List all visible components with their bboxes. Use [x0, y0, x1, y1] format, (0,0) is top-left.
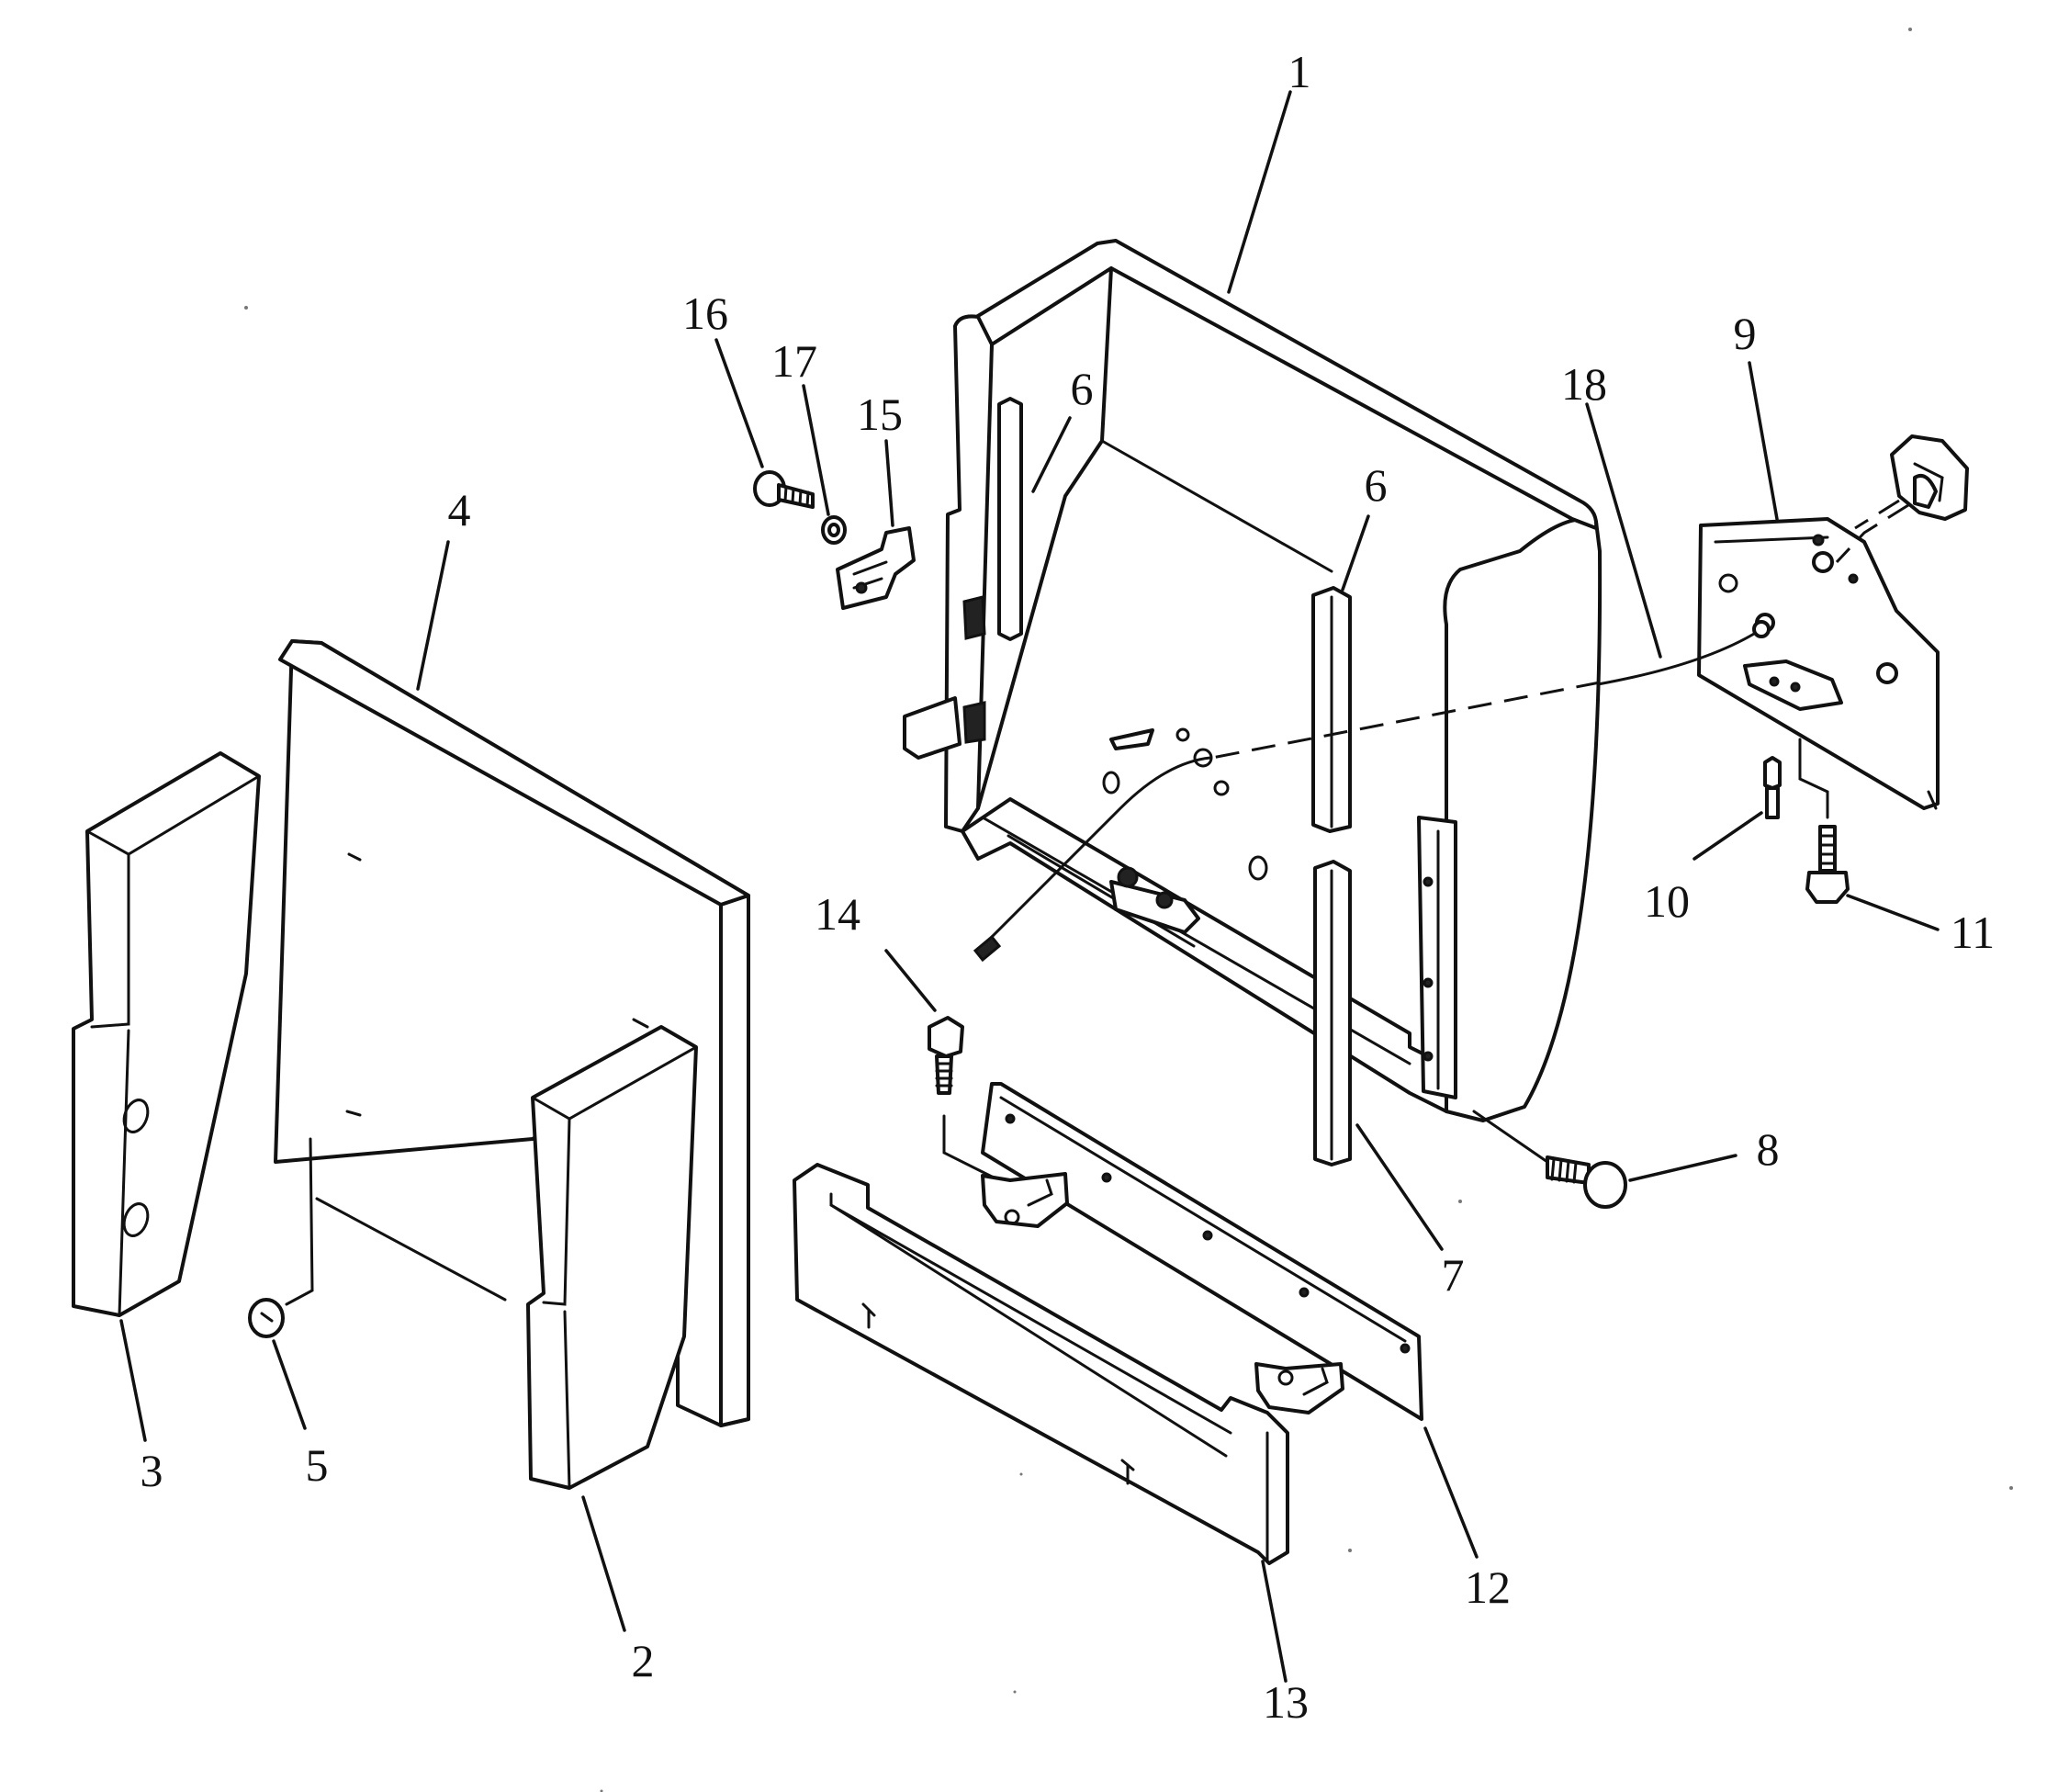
- callout-14: 14: [815, 888, 860, 940]
- part-13-channel: [793, 1163, 1289, 1565]
- part-5-grommet: [248, 1137, 314, 1338]
- leader-16: [714, 338, 764, 468]
- callout-17: 17: [771, 335, 817, 387]
- leader-7: [1355, 1123, 1444, 1251]
- callout-5: 5: [306, 1439, 329, 1491]
- callout-1: 1: [1288, 46, 1311, 97]
- callout-8: 8: [1757, 1123, 1780, 1175]
- callout-10: 10: [1644, 875, 1690, 927]
- part-12-plate: [981, 1082, 1423, 1421]
- leader-3: [119, 1319, 147, 1442]
- part-14-bolt: [928, 1016, 995, 1179]
- part-8-bolt: [1472, 1110, 1627, 1209]
- leader-10: [1693, 811, 1763, 861]
- part-17-washer: [821, 515, 847, 545]
- callout-13: 13: [1263, 1676, 1309, 1728]
- part-2-block: [526, 1025, 698, 1490]
- callout-18: 18: [1561, 358, 1607, 410]
- callout-6b: 6: [1365, 459, 1388, 511]
- callout-9: 9: [1734, 308, 1757, 359]
- part-18-cable: [973, 620, 1771, 963]
- leader-15: [884, 439, 894, 527]
- part-9-bracket: [1697, 434, 1969, 810]
- leader-6a: [1031, 416, 1072, 493]
- part-11-bolt: [1798, 738, 1850, 904]
- part-7-rail: [1313, 860, 1352, 1166]
- leader-5: [272, 1339, 307, 1430]
- leader-12: [1423, 1426, 1479, 1559]
- callout-3: 3: [141, 1445, 163, 1496]
- scan-specks: [244, 28, 2013, 1792]
- part-15-latch: [836, 526, 916, 610]
- leader-1: [1227, 90, 1292, 294]
- callout-11: 11: [1951, 907, 1995, 958]
- leader-9: [1748, 361, 1779, 521]
- part-4-panel: [274, 639, 750, 1427]
- part-3-block: [72, 751, 261, 1317]
- callout-6a: 6: [1071, 363, 1094, 414]
- callout-2: 2: [632, 1635, 655, 1686]
- leader-18: [1585, 402, 1662, 659]
- part-10-stud: [1763, 756, 1782, 819]
- leader-2: [581, 1495, 626, 1632]
- leader-11: [1846, 894, 1940, 931]
- leader-14: [884, 949, 937, 1012]
- leader-8: [1628, 1154, 1737, 1182]
- callout-7: 7: [1442, 1249, 1465, 1301]
- leader-lines: [119, 90, 1940, 1683]
- part-6-rails: [997, 397, 1352, 833]
- callout-labels: 1 2 3 4 5 6 6 7 8 9 10 11 12 13 14 15 16…: [141, 46, 1996, 1728]
- leader-4: [416, 540, 450, 691]
- leader-6b: [1341, 514, 1370, 592]
- leader-13: [1261, 1560, 1288, 1683]
- part-1-housing: [903, 239, 1603, 1122]
- callout-12: 12: [1465, 1561, 1511, 1613]
- callout-4: 4: [448, 484, 471, 535]
- part-16-screw: [753, 470, 815, 509]
- leader-17: [802, 384, 830, 516]
- callout-15: 15: [857, 389, 903, 440]
- callout-16: 16: [682, 287, 728, 339]
